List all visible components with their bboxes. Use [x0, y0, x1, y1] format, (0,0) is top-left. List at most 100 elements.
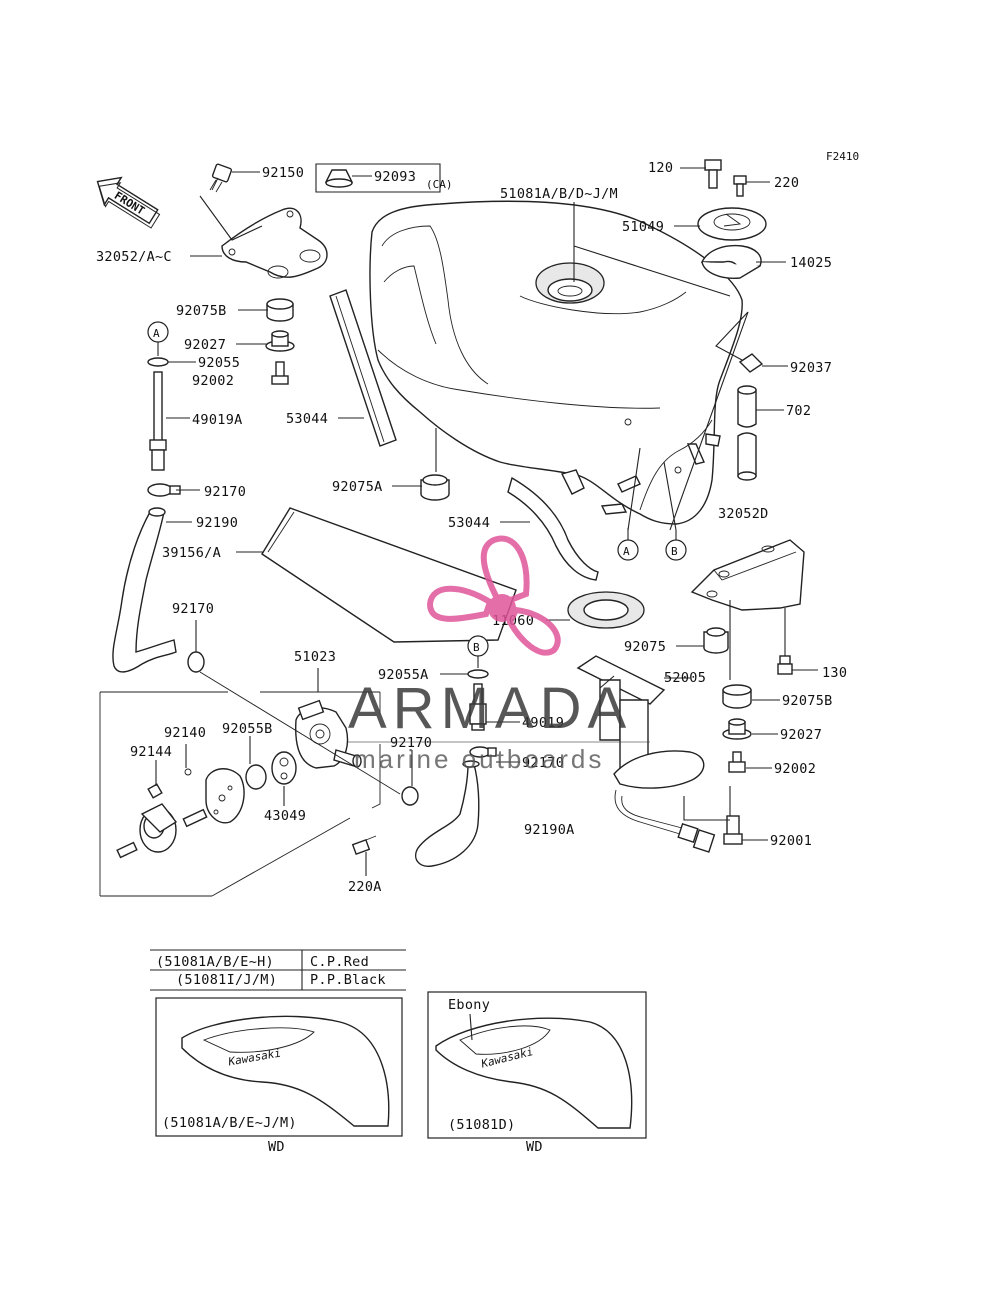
label-49019: 49019 [522, 715, 564, 731]
label-220A: 220A [348, 879, 382, 895]
screw-92144 [147, 783, 163, 799]
label-14025: 14025 [790, 255, 832, 271]
figure-code: F2410 [826, 150, 859, 163]
screw-cock-left [116, 841, 138, 859]
fuel-tank [369, 200, 743, 525]
fuel-cock-51023 [295, 699, 362, 769]
label-92170-a: 92170 [204, 484, 246, 500]
label-92144: 92144 [130, 744, 172, 760]
label-92001: 92001 [770, 833, 812, 849]
label-32052: 32052/A~C [96, 249, 172, 265]
clamp-92170-cock [187, 651, 419, 806]
bolt-120 [704, 159, 722, 189]
tube-702 [737, 385, 757, 481]
label-92027: 92027 [184, 337, 226, 353]
cap-92093 [324, 169, 354, 188]
leader-lines [155, 163, 818, 876]
label-92027-right: 92027 [780, 727, 822, 743]
grommet-92075 [703, 627, 729, 654]
valve-49019 [469, 683, 487, 731]
hose-92190A [414, 760, 480, 867]
label-51023: 51023 [294, 649, 336, 665]
collar-92027-right [722, 718, 752, 740]
oring-92055B [245, 764, 267, 790]
screw-220A [351, 835, 377, 855]
marker-b-lower: B [467, 635, 489, 657]
label-49019A: 49019A [192, 412, 243, 428]
label-92002-right: 92002 [774, 761, 816, 777]
gasket-43049 [271, 751, 297, 785]
color-table-color-2: P.P.Black [310, 972, 386, 988]
lever-knob [139, 803, 178, 853]
strip-53044-lower [507, 476, 599, 581]
marker-b-tank: B [665, 539, 687, 561]
label-53044-lower: 53044 [448, 515, 490, 531]
label-92150: 92150 [262, 165, 304, 181]
fuel-pump-52005 [576, 655, 716, 853]
color-table-codes-2: (51081I/J/M) [176, 972, 277, 988]
color-table-color-1: C.P.Red [310, 954, 369, 970]
label-92075A: 92075A [332, 479, 383, 495]
valve-49019A [147, 357, 169, 471]
clamp-92170-lower [469, 746, 497, 758]
label-92093: 92093 [374, 169, 416, 185]
variant-box-2: Kawasaki Ebony (51081D) WD [427, 991, 647, 1155]
marker-a-top: A [147, 321, 169, 343]
propeller-logo-icon [426, 535, 561, 656]
clip-92037 [738, 353, 764, 373]
label-51049: 51049 [622, 219, 664, 235]
box-51023 [99, 691, 381, 897]
label-52005: 52005 [664, 670, 706, 686]
label-92037: 92037 [790, 360, 832, 376]
label-130: 130 [822, 665, 847, 681]
label-92075: 92075 [624, 639, 666, 655]
label-53044-upper: 53044 [286, 411, 328, 427]
bolt-92001 [723, 815, 743, 845]
label-92055B: 92055B [222, 721, 273, 737]
watermark: ARMADA marine outboards [348, 535, 650, 774]
label-92190A: 92190A [524, 822, 575, 838]
color-table: (51081A/B/E~H) C.P.Red (51081I/J/M) P.P.… [150, 949, 406, 991]
bolt-92002-right [728, 751, 746, 773]
variant-2-sublabel: WD [526, 1139, 543, 1155]
label-92002: 92002 [192, 373, 234, 389]
label-92190: 92190 [196, 515, 238, 531]
label-43049: 43049 [264, 808, 306, 824]
label-92055A: 92055A [378, 667, 429, 683]
gasket-14025 [700, 244, 762, 279]
label-92055: 92055 [198, 355, 240, 371]
gasket-11060 [567, 591, 645, 629]
svg-text:B: B [473, 641, 480, 654]
label-92170-c: 92170 [390, 735, 432, 751]
svg-text:A: A [153, 327, 160, 340]
cap-51049 [697, 207, 767, 241]
hose-92190 [112, 507, 177, 673]
label-32052D: 32052D [718, 506, 769, 522]
grommet-92075B [266, 298, 294, 322]
bolt-92002 [271, 361, 289, 385]
svg-text:B: B [671, 545, 678, 558]
bolt-92150 [209, 163, 233, 193]
bolt-130 [777, 655, 793, 675]
clamp-92170 [147, 483, 181, 497]
label-92075B-right: 92075B [782, 693, 833, 709]
label-92093-ca: (CA) [426, 178, 453, 191]
collar-92027 [265, 330, 295, 352]
bracket-32052D [690, 539, 805, 611]
variant-1-sublabel: WD [268, 1139, 285, 1155]
marker-a-tank: A [617, 539, 639, 561]
plate-92140 [184, 768, 245, 824]
variant-2-note: Ebony [448, 997, 490, 1013]
label-220: 220 [774, 175, 799, 191]
screw-cock-mid [182, 808, 208, 828]
variant-2-caption: (51081D) [448, 1117, 515, 1133]
grommet-92075B-right [722, 684, 752, 709]
watermark-brand: ARMADA [348, 676, 632, 741]
watermark-tagline: marine outboards [354, 744, 604, 774]
label-51081: 51081A/B/D~J/M [500, 186, 618, 202]
strip-53044-upper [329, 289, 397, 447]
variant-1-caption: (51081A/B/E~J/M) [162, 1115, 297, 1131]
label-92140: 92140 [164, 725, 206, 741]
label-92170-d: 92170 [522, 755, 564, 771]
